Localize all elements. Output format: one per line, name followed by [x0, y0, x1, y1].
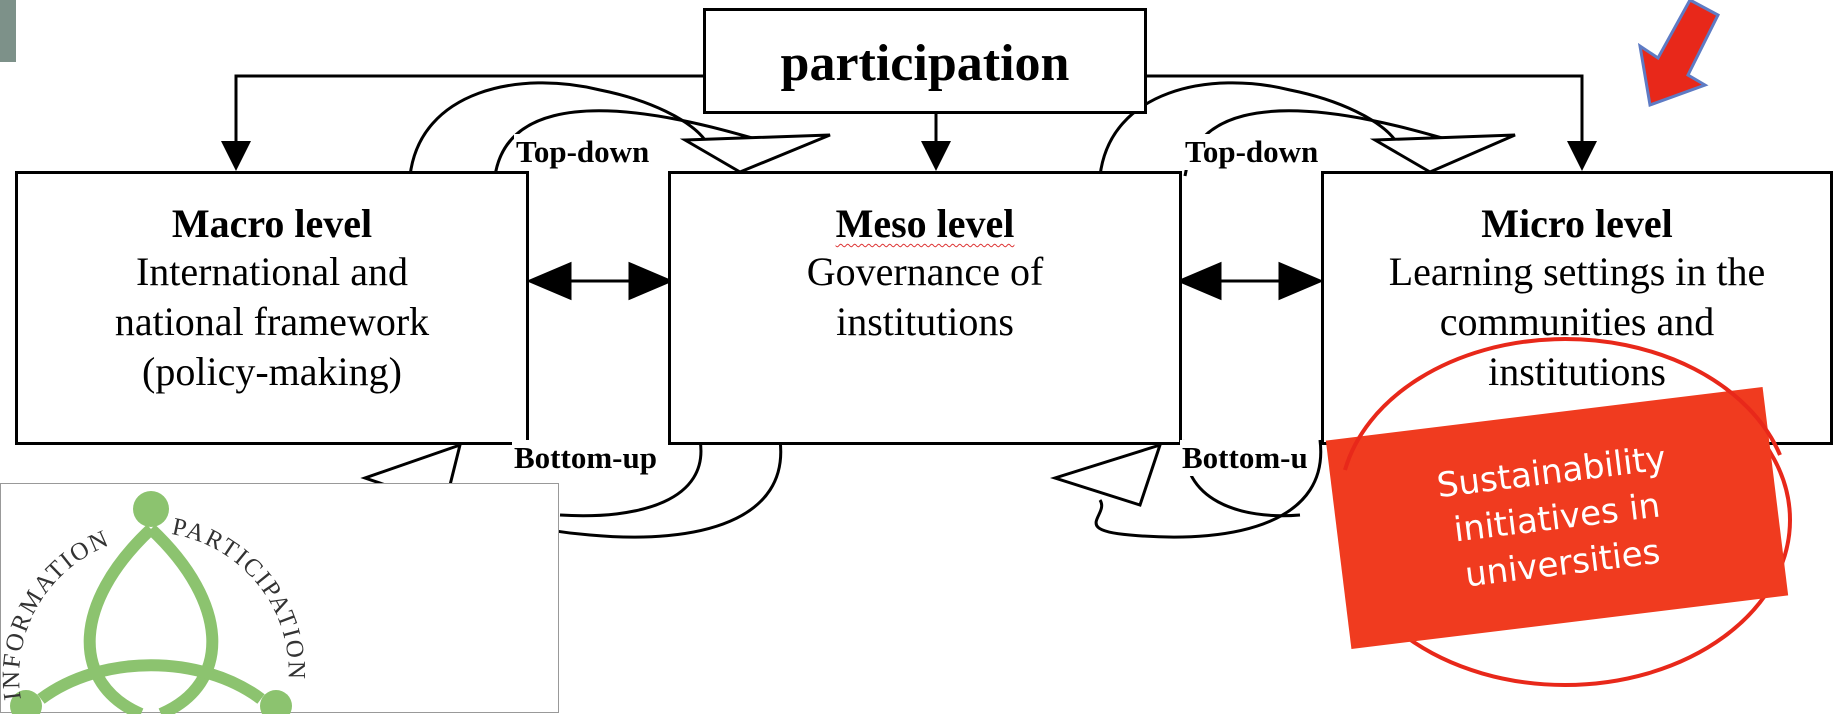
- macro-level-line: (policy-making): [142, 349, 402, 394]
- bottom-up-label-right: Bottom-u: [1180, 440, 1310, 476]
- logo-right-dot: [260, 690, 292, 719]
- meso-level-line: Governance of: [806, 249, 1044, 294]
- svg-text:PARTICIPATION: PARTICIPATION: [170, 513, 310, 681]
- logo-top-dot: [133, 491, 169, 527]
- logo-card: INFORMATION PARTICIPATION: [0, 483, 559, 719]
- top-down-label-right: Top-down: [1183, 134, 1321, 170]
- meso-level-title: Meso level: [835, 201, 1015, 246]
- red-pointer-arrow: [1637, 0, 1720, 108]
- macro-level-box: Macro level International and national f…: [15, 171, 529, 445]
- macro-level-line: International and: [135, 249, 409, 294]
- top-down-arrow-left: [408, 81, 831, 177]
- micro-level-line: communities and: [1439, 299, 1715, 344]
- participation-title: participation: [780, 35, 1070, 92]
- micro-level-title: Micro level: [1481, 201, 1673, 246]
- bottom-up-label-left: Bottom-up: [512, 440, 659, 476]
- macro-level-line: national framework: [114, 299, 430, 344]
- meso-level-line: institutions: [836, 299, 1014, 344]
- level-link-arrows: [526, 261, 1324, 301]
- slide-corner-tab: [0, 0, 16, 62]
- micro-level-line: Learning settings in the: [1388, 249, 1766, 294]
- top-down-label-left: Top-down: [514, 134, 652, 170]
- participation-arrows: [221, 74, 1597, 171]
- participation-box: participation: [703, 8, 1147, 114]
- logo-word-participation: PARTICIPATION: [170, 513, 308, 681]
- participation-logo: INFORMATION PARTICIPATION: [0, 491, 310, 719]
- meso-level-box: Meso level Governance of institutions: [668, 171, 1182, 445]
- macro-level-title: Macro level: [171, 201, 373, 246]
